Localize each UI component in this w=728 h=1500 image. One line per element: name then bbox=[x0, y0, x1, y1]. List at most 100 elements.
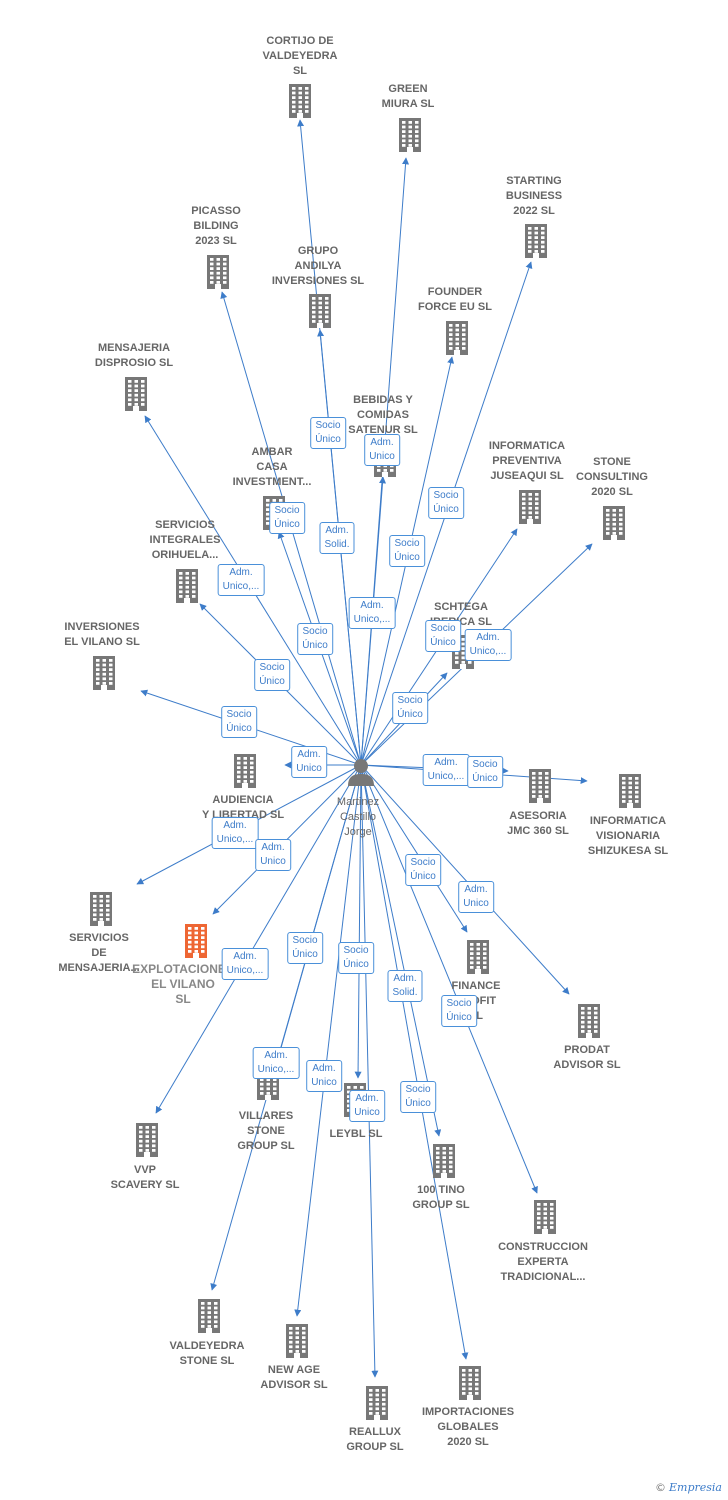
node-tino[interactable] bbox=[431, 1144, 457, 1183]
node-label-leybl[interactable]: LEYBL SL bbox=[329, 1128, 383, 1140]
relation-badge[interactable]: Socio Único bbox=[269, 502, 305, 534]
relation-badge[interactable]: Adm. Unico bbox=[364, 434, 400, 466]
relation-badge[interactable]: Adm. Unico,... bbox=[217, 564, 265, 596]
relation-badge[interactable]: Socio Único bbox=[428, 487, 464, 519]
node-mensajeria[interactable] bbox=[123, 377, 149, 416]
node-informatica_prev[interactable] bbox=[517, 490, 543, 529]
relation-badge[interactable]: Socio Único bbox=[254, 659, 290, 691]
building-icon bbox=[286, 1324, 308, 1358]
building-icon bbox=[125, 377, 147, 411]
relation-badge[interactable]: Socio Único bbox=[338, 942, 374, 974]
building-icon bbox=[309, 294, 331, 328]
relation-badge[interactable]: Socio Único bbox=[389, 535, 425, 567]
building-icon bbox=[207, 255, 229, 289]
node-picasso[interactable] bbox=[205, 255, 231, 294]
building-icon bbox=[459, 1366, 481, 1400]
relation-badge[interactable]: Adm. Unico bbox=[255, 839, 291, 871]
relation-badge[interactable]: Socio Único bbox=[405, 854, 441, 886]
building-icon bbox=[90, 892, 112, 926]
relation-badge[interactable]: Socio Único bbox=[287, 932, 323, 964]
node-label-valdeyedra[interactable]: VALDEYEDRA STONE SL bbox=[169, 1340, 245, 1367]
relation-badge[interactable]: Adm. Solid. bbox=[387, 970, 423, 1002]
relation-badge[interactable]: Adm. Unico,... bbox=[422, 754, 470, 786]
node-label-cortijo[interactable]: CORTIJO DE VALDEYEDRA SL bbox=[262, 35, 338, 77]
node-founder[interactable] bbox=[444, 321, 470, 360]
node-label-stone[interactable]: STONE CONSULTING 2020 SL bbox=[576, 456, 648, 498]
building-icon bbox=[185, 924, 207, 958]
node-label-mensajeria[interactable]: MENSAJERIA DISPROSIO SL bbox=[94, 342, 174, 369]
node-label-informatica_prev[interactable]: INFORMATICA PREVENTIVA JUSEAQUI SL bbox=[488, 440, 566, 482]
node-newage[interactable] bbox=[284, 1324, 310, 1363]
node-label-construccion[interactable]: CONSTRUCCION EXPERTA TRADICIONAL... bbox=[498, 1241, 588, 1283]
node-reallux[interactable] bbox=[364, 1386, 390, 1425]
node-label-starting[interactable]: STARTING BUSINESS 2022 SL bbox=[505, 175, 563, 217]
building-icon bbox=[93, 656, 115, 690]
node-asesoria[interactable] bbox=[527, 769, 553, 808]
node-label-importaciones[interactable]: IMPORTACIONES GLOBALES 2020 SL bbox=[421, 1406, 515, 1448]
node-label-grupo[interactable]: GRUPO ANDILYA INVERSIONES SL bbox=[271, 245, 365, 287]
node-label-informatica_vis[interactable]: INFORMATICA VISIONARIA SHIZUKESA SL bbox=[587, 815, 669, 857]
node-finance[interactable] bbox=[465, 940, 491, 979]
node-green[interactable] bbox=[397, 118, 423, 157]
node-label-explotaciones[interactable]: EXPLOTACIONES EL VILANO SL bbox=[132, 962, 234, 1006]
relation-badge[interactable]: Adm. Unico,... bbox=[211, 817, 259, 849]
edge-tino bbox=[360, 764, 442, 1137]
building-icon bbox=[289, 84, 311, 118]
node-label-asesoria[interactable]: ASESORIA JMC 360 SL bbox=[507, 810, 569, 837]
node-label-servicios_men[interactable]: SERVICIOS DE MENSAJERIA... bbox=[58, 932, 140, 974]
relation-badge[interactable]: Socio Único bbox=[297, 623, 333, 655]
relation-badge[interactable]: Adm. Unico,... bbox=[348, 597, 396, 629]
node-label-tino[interactable]: 100 TINO GROUP SL bbox=[412, 1184, 470, 1211]
node-label-vvp[interactable]: VVP SCAVERY SL bbox=[110, 1164, 180, 1191]
relation-badge[interactable]: Adm. Unico,... bbox=[464, 629, 512, 661]
relation-badge[interactable]: Socio Único bbox=[392, 692, 428, 724]
relation-badge[interactable]: Adm. Unico bbox=[291, 746, 327, 778]
node-label-green[interactable]: GREEN MIURA SL bbox=[381, 83, 435, 110]
node-grupo[interactable] bbox=[307, 294, 333, 333]
node-explotaciones[interactable] bbox=[183, 924, 209, 963]
node-label-prodat[interactable]: PRODAT ADVISOR SL bbox=[553, 1044, 621, 1071]
relation-badge[interactable]: Socio Único bbox=[221, 706, 257, 738]
relation-badge[interactable]: Adm. Unico,... bbox=[221, 948, 269, 980]
node-audiencia[interactable] bbox=[232, 754, 258, 793]
relation-badge[interactable]: Socio Único bbox=[467, 756, 503, 788]
node-label-picasso[interactable]: PICASSO BILDING 2023 SL bbox=[191, 205, 241, 247]
relation-badge[interactable]: Adm. Unico bbox=[349, 1090, 385, 1122]
edge-finance bbox=[360, 764, 468, 933]
building-icon bbox=[446, 321, 468, 355]
node-label-newage[interactable]: NEW AGE ADVISOR SL bbox=[260, 1364, 328, 1391]
relation-badge[interactable]: Socio Único bbox=[310, 417, 346, 449]
relation-badge[interactable]: Adm. Unico,... bbox=[252, 1047, 300, 1079]
node-cortijo[interactable] bbox=[287, 84, 313, 123]
node-starting[interactable] bbox=[523, 224, 549, 263]
building-icon bbox=[136, 1123, 158, 1157]
node-valdeyedra[interactable] bbox=[196, 1299, 222, 1338]
node-prodat[interactable] bbox=[576, 1004, 602, 1043]
node-servicios_int[interactable] bbox=[174, 569, 200, 608]
node-inversiones[interactable] bbox=[91, 656, 117, 695]
node-servicios_men[interactable] bbox=[88, 892, 114, 931]
node-label-bebidas[interactable]: BEBIDAS Y COMIDAS SATENUR SL bbox=[348, 394, 418, 436]
node-informatica_vis[interactable] bbox=[617, 774, 643, 813]
relation-badge[interactable]: Adm. Unico bbox=[458, 881, 494, 913]
node-label-ambar[interactable]: AMBAR CASA INVESTMENT... bbox=[232, 446, 312, 488]
relation-badge[interactable]: Socio Único bbox=[441, 995, 477, 1027]
node-label-inversiones[interactable]: INVERSIONES EL VILANO SL bbox=[64, 621, 140, 648]
node-construccion[interactable] bbox=[532, 1200, 558, 1239]
node-importaciones[interactable] bbox=[457, 1366, 483, 1405]
node-vvp[interactable] bbox=[134, 1123, 160, 1162]
node-label-reallux[interactable]: REALLUX GROUP SL bbox=[346, 1426, 404, 1453]
node-label-founder[interactable]: FOUNDER FORCE EU SL bbox=[418, 286, 492, 313]
brand-logo[interactable]: ©Empresia bbox=[655, 1481, 722, 1494]
center-person[interactable] bbox=[346, 757, 376, 792]
relation-badge[interactable]: Adm. Solid. bbox=[319, 522, 355, 554]
brand-name: Empresia bbox=[669, 1481, 722, 1494]
relation-badge[interactable]: Socio Único bbox=[400, 1081, 436, 1113]
node-label-servicios_int[interactable]: SERVICIOS INTEGRALES ORIHUELA... bbox=[149, 519, 221, 561]
center-person-name[interactable]: Martinez Castillo Jorge bbox=[336, 796, 380, 838]
node-stone[interactable] bbox=[601, 506, 627, 545]
node-label-villares[interactable]: VILLARES STONE GROUP SL bbox=[237, 1110, 295, 1152]
relation-badge[interactable]: Adm. Unico bbox=[306, 1060, 342, 1092]
edge-vvp bbox=[155, 764, 362, 1114]
relation-badge[interactable]: Socio Único bbox=[425, 620, 461, 652]
